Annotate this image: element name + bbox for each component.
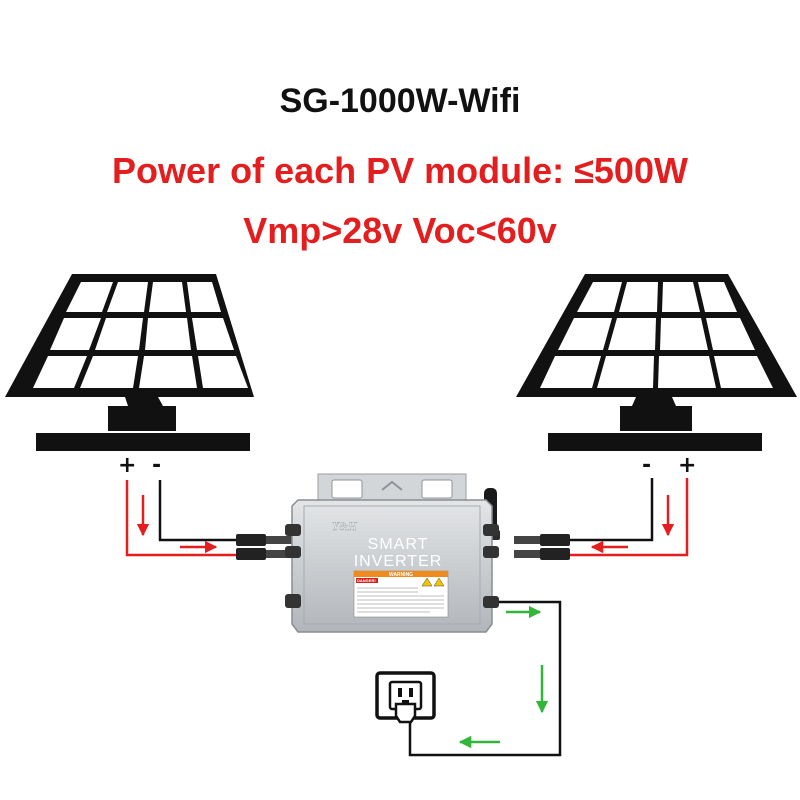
warning-sticker: WARNING DANGER!: [353, 570, 449, 618]
micro-inverter: Y&H SMART INVERTER WARNING DANGER!: [285, 473, 500, 633]
right-mc4-connectors: [514, 534, 570, 560]
wall-outlet-icon: [375, 671, 436, 724]
inverter-label-line2: INVERTER: [354, 553, 443, 570]
hazard-icon: [433, 577, 445, 587]
left-plus-terminal: +: [118, 453, 136, 478]
hazard-icon: [421, 577, 433, 587]
solar-panel-right: - +: [516, 274, 797, 478]
solar-panel-icon: [5, 274, 254, 451]
right-plus-terminal: +: [678, 453, 696, 478]
ac-output-wiring: [408, 600, 562, 757]
danger-label: DANGER!: [357, 578, 376, 583]
left-dc-wiring: [125, 480, 292, 560]
solar-panel-left: + -: [5, 274, 254, 478]
voltage-spec: Vmp>28v Voc<60v: [243, 210, 557, 251]
warning-header: WARNING: [389, 572, 413, 578]
left-mc4-connectors: [236, 534, 292, 560]
brand-label: Y&H: [332, 519, 358, 533]
inverter-label-line1: SMART: [368, 536, 429, 553]
solar-panel-icon: [516, 274, 797, 451]
page-title: SG-1000W-Wifi: [279, 82, 521, 120]
power-spec: Power of each PV module: ≤500W: [112, 150, 688, 191]
left-minus-terminal: -: [152, 453, 161, 478]
right-minus-terminal: -: [642, 453, 651, 478]
right-dc-wiring: [514, 478, 689, 560]
